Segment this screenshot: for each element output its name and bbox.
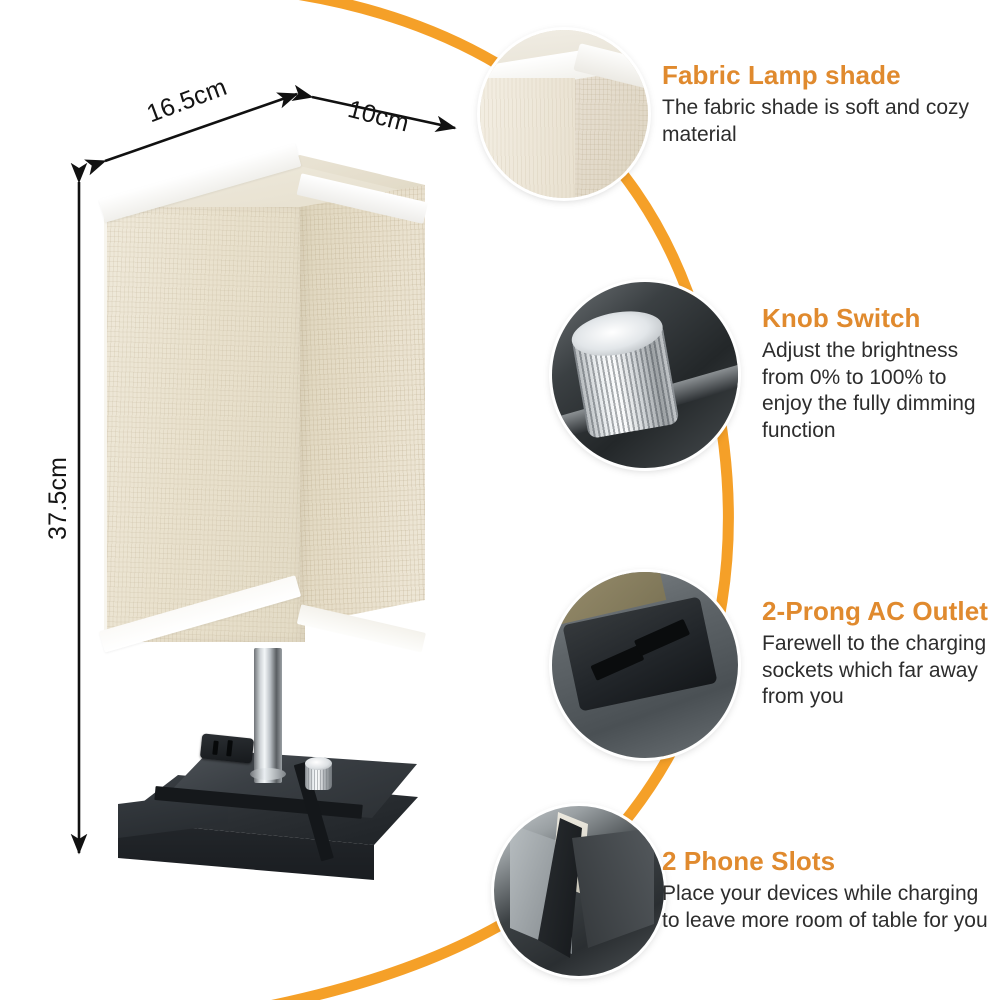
callout-title-ac-outlet: 2-Prong AC Outlet: [762, 596, 989, 626]
outlet-photo-slot-left: [590, 645, 645, 681]
callout-body-knob-switch: Adjust the brightness from 0% to 100% to…: [762, 338, 976, 443]
lamp-chrome-pole: [254, 648, 282, 783]
dimension-label-depth: 10cm: [344, 95, 412, 138]
callout-thumb-fabric-lamp-shade: [480, 30, 648, 198]
dimension-label-height: 37.5cm: [44, 456, 72, 540]
callout-text-fabric-lamp-shade: Fabric Lamp shade The fabric shade is so…: [662, 60, 972, 148]
dimension-label-width: 16.5cm: [143, 72, 231, 129]
shade-corner-left-panel: [480, 78, 575, 198]
outlet-photo-slot-right: [633, 618, 691, 657]
dimension-line-depth: [291, 84, 457, 133]
ac-outlet-slot-left: [212, 740, 219, 756]
lamp-pole-base-cap: [250, 768, 286, 780]
callout-thumb-knob-switch: [552, 282, 738, 468]
callout-title-fabric-lamp-shade: Fabric Lamp shade: [662, 60, 901, 90]
shade-front-panel: [104, 207, 305, 642]
callout-text-ac-outlet: 2-Prong AC Outlet Farewell to the chargi…: [762, 596, 998, 711]
knob-top-cap: [305, 757, 332, 770]
lamp-shade: [98, 143, 430, 665]
callout-body-fabric-lamp-shade: The fabric shade is soft and cozy materi…: [662, 95, 969, 146]
callout-body-phone-slots: Place your devices while charging to lea…: [662, 881, 988, 932]
shade-side-panel: [300, 185, 425, 625]
base-knob-switch: [305, 757, 332, 791]
base-ac-outlet: [199, 733, 255, 764]
callout-title-knob-switch: Knob Switch: [762, 303, 921, 333]
callout-thumb-ac-outlet: [552, 572, 738, 758]
callout-thumb-phone-slots: [494, 806, 664, 976]
callout-title-phone-slots: 2 Phone Slots: [662, 846, 836, 876]
ac-outlet-slot-right: [226, 740, 233, 757]
callout-body-ac-outlet: Farewell to the charging sockets which f…: [762, 631, 987, 709]
callout-text-knob-switch: Knob Switch Adjust the brightness from 0…: [762, 303, 992, 445]
callout-text-phone-slots: 2 Phone Slots Place your devices while c…: [662, 846, 996, 934]
